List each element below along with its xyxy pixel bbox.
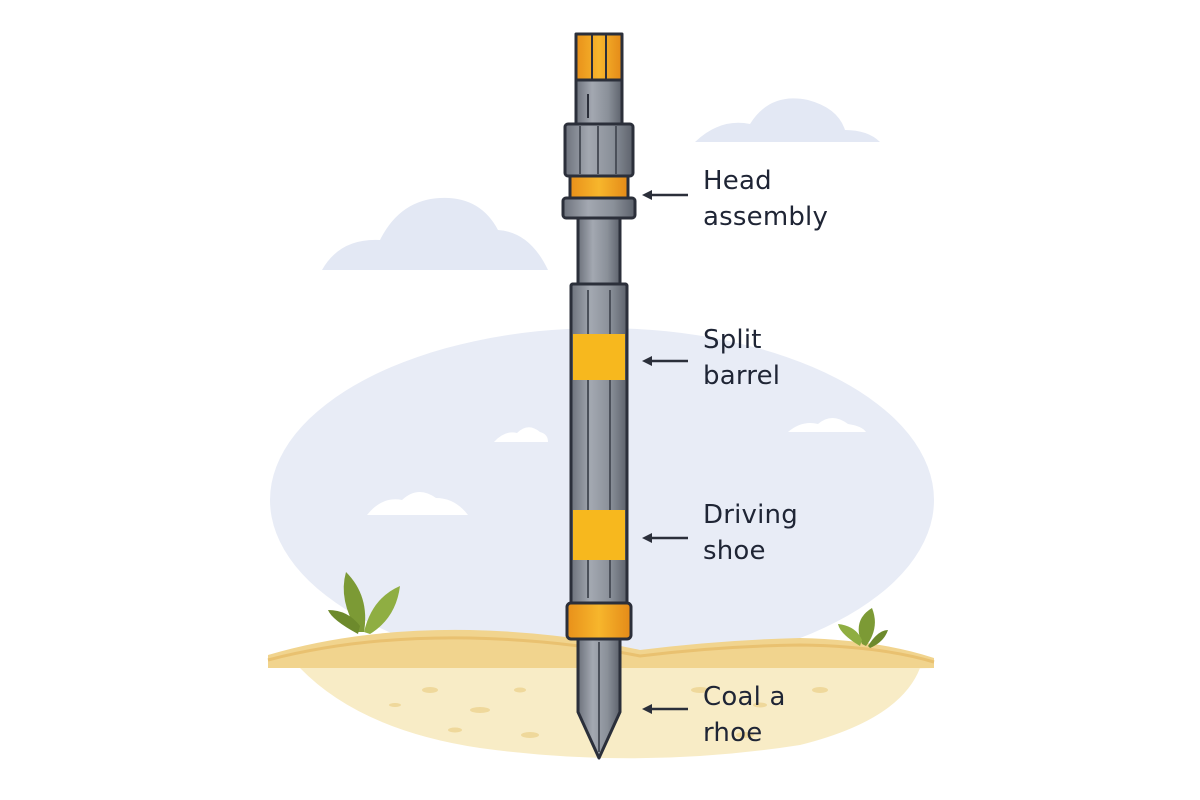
barrel-band-upper: [573, 334, 625, 380]
cloud-left: [322, 197, 548, 270]
label-split-barrel-line2: barrel: [703, 361, 781, 391]
arrow-coal-shoe: [642, 704, 688, 714]
driving-shoe-ring: [565, 601, 633, 641]
cloud-top-right: [695, 98, 880, 142]
arrow-split-barrel: [642, 356, 688, 366]
cloud-small-3: [788, 418, 866, 432]
plant-left: [328, 572, 400, 634]
label-driving-shoe-line2: shoe: [703, 536, 766, 566]
label-coal-shoe-line2: rhoe: [703, 718, 763, 748]
arrow-head-assembly: [642, 190, 688, 200]
label-coal-shoe: Coal a rhoe: [703, 679, 786, 751]
label-coal-shoe-line1: Coal a: [703, 682, 786, 712]
cloud-small-2: [367, 491, 468, 515]
arrow-driving-shoe: [642, 533, 688, 543]
label-split-barrel: Split barrel: [703, 322, 780, 394]
split-spoon-sampler: [561, 32, 637, 760]
cloud-small-1: [494, 427, 548, 442]
label-head-assembly: Head assembly: [703, 163, 828, 235]
plant-right: [838, 608, 888, 648]
barrel-band-lower: [573, 510, 625, 560]
label-head-assembly-line1: Head: [703, 166, 772, 196]
label-driving-shoe: Driving shoe: [703, 497, 798, 569]
label-driving-shoe-line1: Driving: [703, 500, 798, 530]
label-split-barrel-line1: Split: [703, 325, 762, 355]
label-head-assembly-line2: assembly: [703, 202, 829, 232]
leader-lines: [642, 190, 688, 714]
